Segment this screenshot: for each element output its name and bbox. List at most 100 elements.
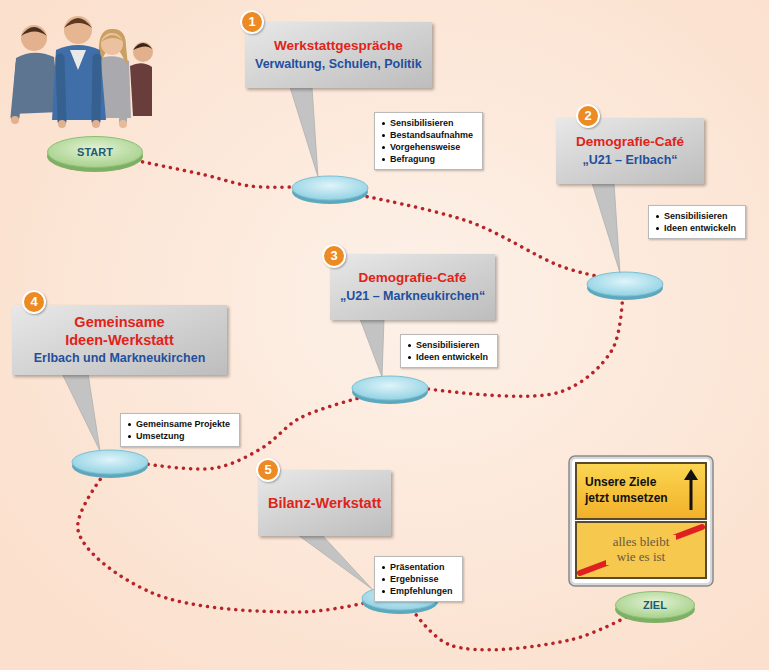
station-disc	[72, 450, 148, 478]
bullet-item: Sensibilisieren	[416, 340, 480, 350]
callout-tail	[298, 535, 372, 589]
person-head	[133, 42, 153, 62]
callout-subheading: Erlbach und Markneukirchen	[34, 350, 206, 366]
students-illustration	[11, 16, 153, 128]
callout-number: 1	[240, 10, 264, 34]
bullet-dot	[382, 566, 385, 569]
bullet-dot	[128, 435, 131, 438]
bullet-list-box: Gemeinsame ProjekteUmsetzung	[120, 413, 240, 447]
bullet-dot	[382, 578, 385, 581]
bullet-row: Gemeinsame Projekte	[126, 418, 230, 430]
station-disc	[352, 376, 428, 404]
bullet-dot	[382, 590, 385, 593]
person-hair	[64, 18, 92, 28]
bullet-dot	[382, 146, 385, 149]
disc-face	[352, 376, 428, 400]
bullet-item: Befragung	[390, 154, 435, 164]
person-head	[101, 33, 123, 55]
sign-upper-panel: Unsere Ziele jetzt umsetzen	[575, 462, 707, 520]
bullet-item: Gemeinsame Projekte	[136, 419, 230, 429]
callout-heading: Gemeinsame Ideen-Werkstatt	[57, 313, 182, 349]
bullet-list-box: SensibilisierenIdeen entwickeln	[648, 205, 746, 239]
bullet-item: Sensibilisieren	[664, 211, 728, 221]
callout-subheading: Verwaltung, Schulen, Politik	[255, 56, 422, 72]
callout-heading: Bilanz-Werkstatt	[268, 494, 381, 512]
person-hair	[101, 35, 124, 42]
station-disc	[292, 176, 368, 204]
bullet-dot	[128, 423, 131, 426]
person-arm	[15, 64, 20, 117]
callout-number: 3	[322, 244, 346, 268]
bullet-row: Ergebnisse	[380, 573, 453, 585]
person-hand	[119, 120, 127, 128]
sign-lower-panel: alles bleibt wie es ist	[575, 521, 707, 579]
bullet-row: Sensibilisieren	[654, 210, 736, 222]
bullet-dot	[408, 356, 411, 359]
stage-callout: Demografie-Café„U21 – Markneukirchen“	[330, 254, 495, 320]
disc-face	[616, 592, 695, 619]
bullet-row: Präsentation	[380, 561, 453, 573]
person-hand	[11, 116, 19, 124]
dotted-path-connector	[136, 161, 292, 188]
person-body	[52, 45, 106, 120]
bullet-item: Ergebnisse	[390, 574, 439, 584]
callout-tail	[62, 374, 100, 452]
stage-callout: WerkstattgesprächeVerwaltung, Schulen, P…	[245, 22, 432, 88]
callout-number: 5	[256, 458, 280, 482]
bullet-dot	[382, 134, 385, 137]
bullet-item: Ideen entwickeln	[416, 352, 488, 362]
bullet-dot	[656, 227, 659, 230]
person-hair	[133, 43, 153, 50]
person-hand	[92, 120, 100, 128]
stage-callout: Bilanz-Werkstatt	[258, 470, 391, 536]
stage-callout: Demografie-Café„U21 – Erlbach“	[556, 118, 704, 184]
sign-frame	[569, 456, 713, 586]
person-arm	[60, 58, 62, 121]
start-disc: START	[47, 136, 143, 173]
person-arm	[123, 68, 124, 122]
bullet-row: Ideen entwickeln	[654, 222, 736, 234]
bullet-row: Empfehlungen	[380, 585, 453, 597]
callout-subheading: „U21 – Erlbach“	[582, 152, 677, 168]
bullet-row: Sensibilisieren	[406, 339, 488, 351]
disc-label: START	[77, 146, 113, 158]
bullet-dot	[408, 344, 411, 347]
strike-bar	[580, 527, 702, 573]
callout-subheading: „U21 – Markneukirchen“	[340, 288, 485, 304]
bullet-item: Umsetzung	[136, 431, 185, 441]
bullet-row: Bestandsaufnahme	[380, 129, 473, 141]
bullet-row: Sensibilisieren	[380, 117, 473, 129]
sign-frame-inner	[572, 459, 710, 583]
person-body	[130, 63, 152, 116]
callout-heading: Demografie-Café	[576, 134, 684, 151]
person-hair	[98, 29, 128, 66]
callout-heading: Werkstattgespräche	[274, 38, 403, 55]
arrow-shaft	[690, 478, 693, 510]
callout-number: 2	[576, 104, 600, 128]
station-disc	[587, 272, 663, 300]
disc-face	[72, 450, 148, 474]
bullet-row: Umsetzung	[126, 430, 230, 442]
person-head	[21, 25, 47, 51]
person-shirt	[70, 50, 86, 70]
person-head	[64, 16, 92, 44]
callout-tail	[592, 183, 620, 273]
disc-face	[587, 272, 663, 296]
person-hand	[58, 120, 66, 128]
bullet-dot	[382, 122, 385, 125]
bullet-item: Bestandsaufnahme	[390, 130, 473, 140]
callout-tail	[360, 319, 384, 377]
arrow-head	[684, 469, 698, 480]
bullet-item: Vorgehensweise	[390, 142, 460, 152]
bullet-item: Sensibilisieren	[390, 118, 454, 128]
bullet-row: Vorgehensweise	[380, 141, 473, 153]
bullet-list-box: SensibilisierenBestandsaufnahmeVorgehens…	[374, 112, 483, 170]
callout-tail	[290, 87, 318, 177]
sign-text-crossed: alles bleibt wie es ist	[606, 535, 676, 565]
sign-frame-outer	[569, 456, 713, 586]
bullet-dot	[382, 158, 385, 161]
disc-label: ZIEL	[643, 599, 667, 611]
bullet-item: Ideen entwickeln	[664, 223, 736, 233]
bullet-row: Ideen entwickeln	[406, 351, 488, 363]
callout-heading: Demografie-Café	[359, 270, 467, 287]
